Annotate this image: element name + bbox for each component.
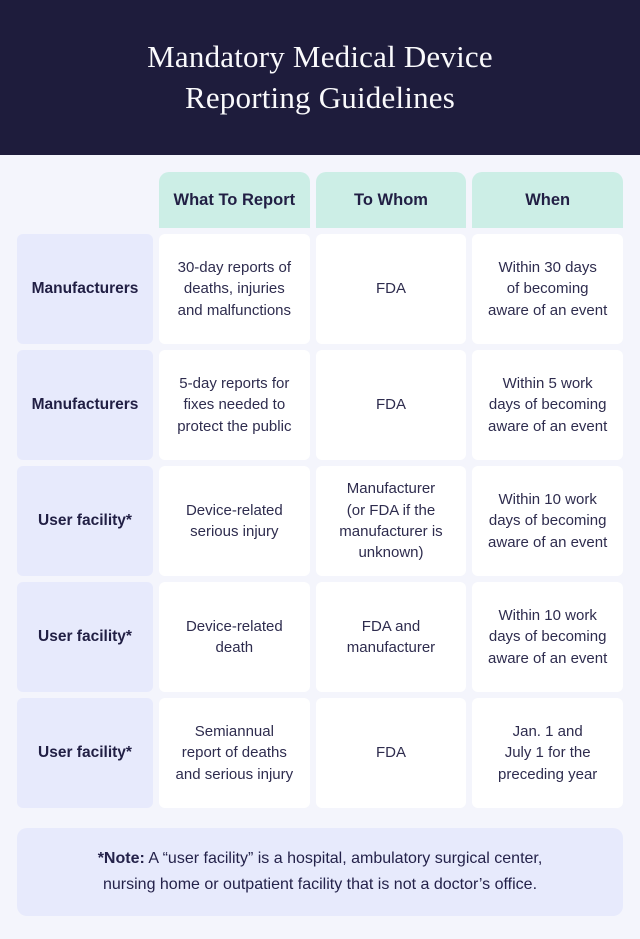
row-label-user-facility-3: User facility* (17, 698, 153, 808)
guidelines-table: What To Report To Whom When Manufacturer… (17, 172, 623, 808)
row-label-user-facility-1: User facility* (17, 466, 153, 576)
main-content: What To Report To Whom When Manufacturer… (0, 155, 640, 916)
table-cell-when-row1: Within 30 days of becoming aware of an e… (472, 234, 623, 344)
table-cell-when-row5: Jan. 1 and July 1 for the preceding year (472, 698, 623, 808)
table-cell-whom-row4: FDA and manufacturer (315, 582, 467, 692)
table-cell-what-row5: Semiannual report of deaths and serious … (159, 698, 310, 808)
table-cell-when-row3: Within 10 work days of becoming aware of… (472, 466, 623, 576)
table-cell-whom-row2: FDA (315, 350, 467, 460)
row-label-user-facility-2: User facility* (17, 582, 153, 692)
table-corner-spacer (17, 172, 153, 228)
row-label-manufacturers-2: Manufacturers (17, 350, 153, 460)
footnote-text: *Note: A “user facility” is a hospital, … (98, 846, 543, 899)
column-header-what-to-report: What To Report (159, 172, 310, 228)
table-cell-what-row2: 5-day reports for fixes needed to protec… (159, 350, 310, 460)
column-header-when: When (472, 172, 623, 228)
footnote-prefix: *Note: (97, 849, 145, 867)
table-cell-what-row4: Device-related death (159, 582, 310, 692)
table-cell-when-row2: Within 5 work days of becoming aware of … (472, 350, 623, 460)
column-header-to-whom: To Whom (315, 172, 467, 228)
table-cell-when-row4: Within 10 work days of becoming aware of… (472, 582, 623, 692)
table-cell-whom-row1: FDA (315, 234, 467, 344)
table-cell-what-row1: 30-day reports of deaths, injuries and m… (159, 234, 310, 344)
row-label-manufacturers-1: Manufacturers (17, 234, 153, 344)
footnote-body: A “user facility” is a hospital, ambulat… (102, 849, 543, 893)
page-title-line2: Reporting Guidelines (184, 79, 456, 115)
footnote-box: *Note: A “user facility” is a hospital, … (17, 828, 623, 916)
page-title-line1: Mandatory Medical Device (147, 38, 493, 74)
table-cell-whom-row5: FDA (315, 698, 467, 808)
table-cell-what-row3: Device-related serious injury (159, 466, 310, 576)
table-cell-whom-row3: Manufacturer (or FDA if the manufacturer… (315, 466, 467, 576)
